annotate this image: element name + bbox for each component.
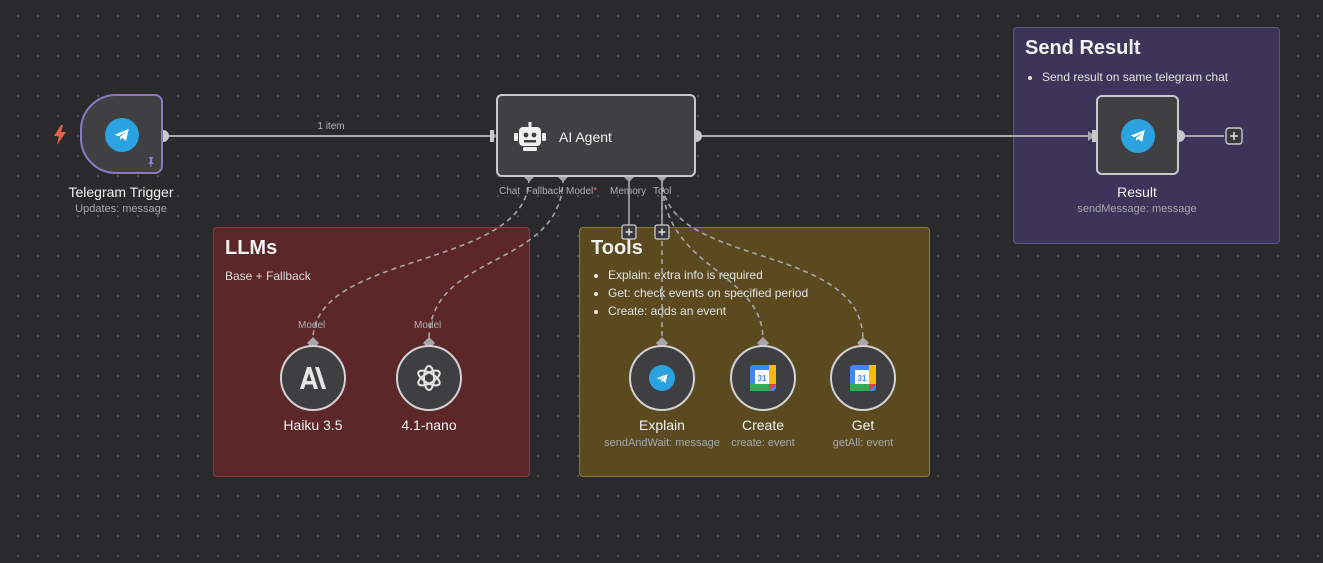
sticky-bullet: Create: adds an event [608, 302, 918, 320]
telegram-icon [105, 118, 139, 152]
port-label-chat: Chat [499, 186, 521, 197]
port-label-fallback-model: Fallback Model* [526, 186, 598, 197]
node-explain[interactable] [629, 345, 695, 411]
pin-icon [148, 157, 154, 167]
connection-arrow [1088, 131, 1095, 141]
sticky-title: Send Result [1025, 37, 1141, 59]
port-label-memory: Memory [610, 186, 647, 197]
google-calendar-icon: 31 [750, 365, 776, 391]
port-label-model: Model [298, 320, 326, 331]
sticky-title: Tools [591, 237, 643, 259]
node-title: Explain [639, 417, 685, 433]
connection-tool-create[interactable] [661, 177, 764, 341]
add-node-button[interactable] [1225, 127, 1243, 145]
node-title: Get [851, 417, 875, 433]
node-title: Result [1117, 184, 1157, 200]
svg-text:31: 31 [858, 374, 867, 383]
openai-icon [417, 365, 441, 391]
sticky-bullet-list: Send result on same telegram chat [1025, 68, 1268, 86]
connection-tool-get[interactable] [661, 177, 864, 341]
node-title: Haiku 3.5 [283, 417, 343, 433]
sticky-bullet: Send result on same telegram chat [1042, 68, 1268, 86]
add-tool-button[interactable] [654, 224, 670, 240]
sticky-bullet-list: Explain: extra info is required Get: che… [591, 266, 918, 320]
node-title: Telegram Trigger [68, 184, 174, 200]
node-title: 4.1-nano [401, 417, 457, 433]
telegram-icon [649, 365, 675, 391]
anthropic-icon [300, 367, 326, 389]
node-subtitle: sendMessage: message [1077, 203, 1197, 215]
input-port[interactable] [1092, 130, 1096, 142]
input-port[interactable] [490, 130, 494, 142]
node-ai-agent[interactable]: AI Agent [496, 94, 696, 177]
connection-item-count: 1 item [317, 121, 344, 132]
sticky-description: Base + Fallback [225, 269, 311, 283]
port-label-model: Model [414, 320, 442, 331]
node-title: Create [741, 417, 785, 433]
sticky-title: LLMs [225, 237, 278, 259]
node-result[interactable] [1096, 95, 1179, 175]
node-title: AI Agent [559, 129, 612, 145]
port-label-tool: Tool [653, 186, 672, 197]
telegram-icon [1121, 119, 1155, 153]
node-get[interactable]: 31 [830, 345, 896, 411]
svg-text:31: 31 [758, 374, 767, 383]
add-memory-button[interactable] [621, 224, 637, 240]
trigger-bolt-icon [54, 125, 66, 145]
connection-chat-haiku[interactable] [312, 177, 530, 341]
node-telegram-trigger[interactable] [80, 94, 163, 174]
node-subtitle: create: event [731, 437, 795, 449]
node-create[interactable]: 31 [730, 345, 796, 411]
sticky-note-llms[interactable]: LLMs Base + Fallback [213, 227, 530, 477]
node-subtitle: Updates: message [75, 203, 167, 215]
robot-icon [514, 122, 546, 151]
sticky-bullet: Explain: extra info is required [608, 266, 918, 284]
node-subtitle: getAll: event [832, 437, 894, 449]
sticky-bullet: Get: check events on specified period [608, 284, 918, 302]
connection-fallback-nano[interactable] [428, 177, 564, 341]
google-calendar-icon: 31 [850, 365, 876, 391]
node-subtitle: sendAndWait: message [604, 437, 720, 449]
node-haiku[interactable] [280, 345, 346, 411]
node-nano[interactable] [396, 345, 462, 411]
